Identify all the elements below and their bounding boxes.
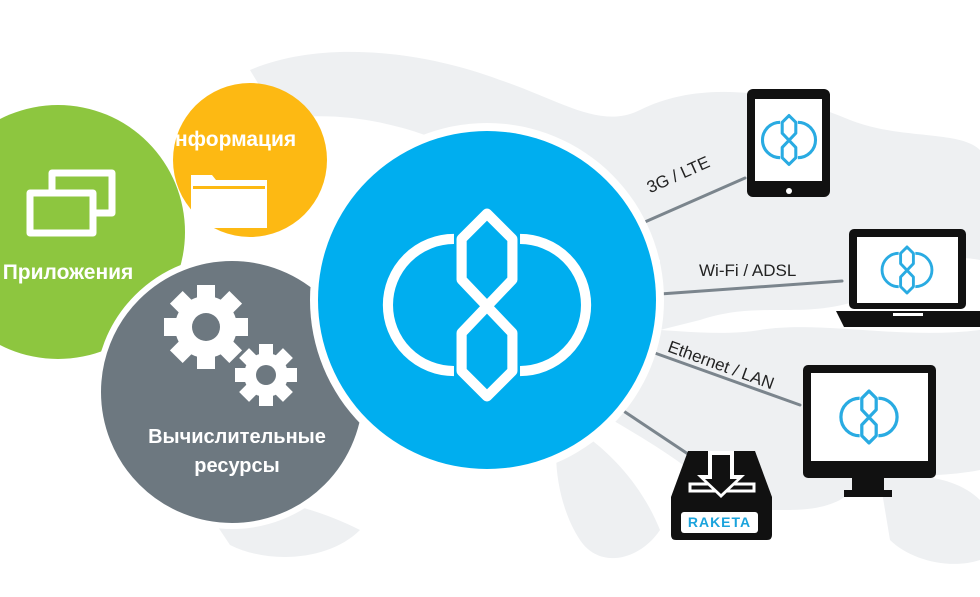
compute-label-line1: Вычислительные xyxy=(148,426,326,448)
gears-icon xyxy=(164,285,297,406)
brand-tag: RAKETA xyxy=(681,512,758,533)
folder-icon xyxy=(191,175,267,228)
monitor-screen-logo-icon xyxy=(839,389,899,445)
laptop-screen-logo-icon xyxy=(880,245,934,295)
windows-icon xyxy=(26,169,116,237)
information-label: Информация xyxy=(159,128,297,151)
compute-label-line2: ресурсы xyxy=(194,455,280,477)
applications-label: Приложения xyxy=(2,261,134,284)
monitor-icon xyxy=(803,365,936,497)
laptop-icon xyxy=(836,229,980,327)
hub-circle xyxy=(310,123,664,477)
link-label-wifi: Wi-Fi / ADSL xyxy=(699,261,797,280)
